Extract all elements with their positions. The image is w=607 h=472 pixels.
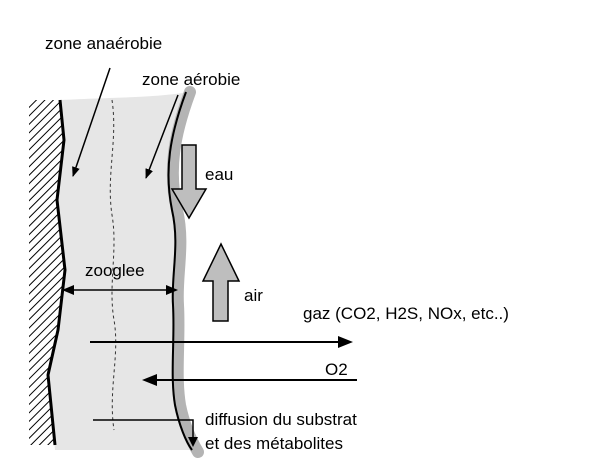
support-wall-hatching: [29, 100, 65, 445]
water-label: eau: [205, 165, 234, 184]
zoogloea-arrow-left-head: [62, 285, 74, 295]
aerobic-zone-label: zone aérobie: [142, 70, 241, 89]
air-label: air: [244, 286, 263, 305]
gas-label: gaz (CO2, H2S, NOx, etc..): [303, 304, 509, 323]
substrate-diffusion-arrowhead: [188, 437, 198, 447]
aerobic-zone-pointer: [145, 94, 179, 179]
zoogloea-label: zooglee: [85, 261, 145, 280]
water-film: [166, 86, 204, 458]
air-flow-arrow: [201, 242, 241, 322]
zoogloea-arrow-right-head: [166, 285, 178, 295]
gas-flow-arrowhead: [338, 336, 353, 348]
anaerobic-zone-pointer: [72, 67, 111, 177]
water-flow-arrow: [170, 144, 208, 220]
diffusion-label-line1: diffusion du substrat: [205, 410, 357, 429]
support-wall-line: [46, 99, 67, 446]
diffusion-label-line2: et des métabolites: [205, 434, 343, 453]
substrate-diffusion-line: [93, 419, 194, 440]
biofilm-surface-line: [167, 91, 193, 451]
biofilm-layer: [48, 92, 196, 450]
oxygen-flow-arrowhead: [142, 374, 157, 386]
oxygen-label: O2: [325, 360, 348, 379]
anaerobic-zone-label: zone anaérobie: [45, 34, 163, 53]
